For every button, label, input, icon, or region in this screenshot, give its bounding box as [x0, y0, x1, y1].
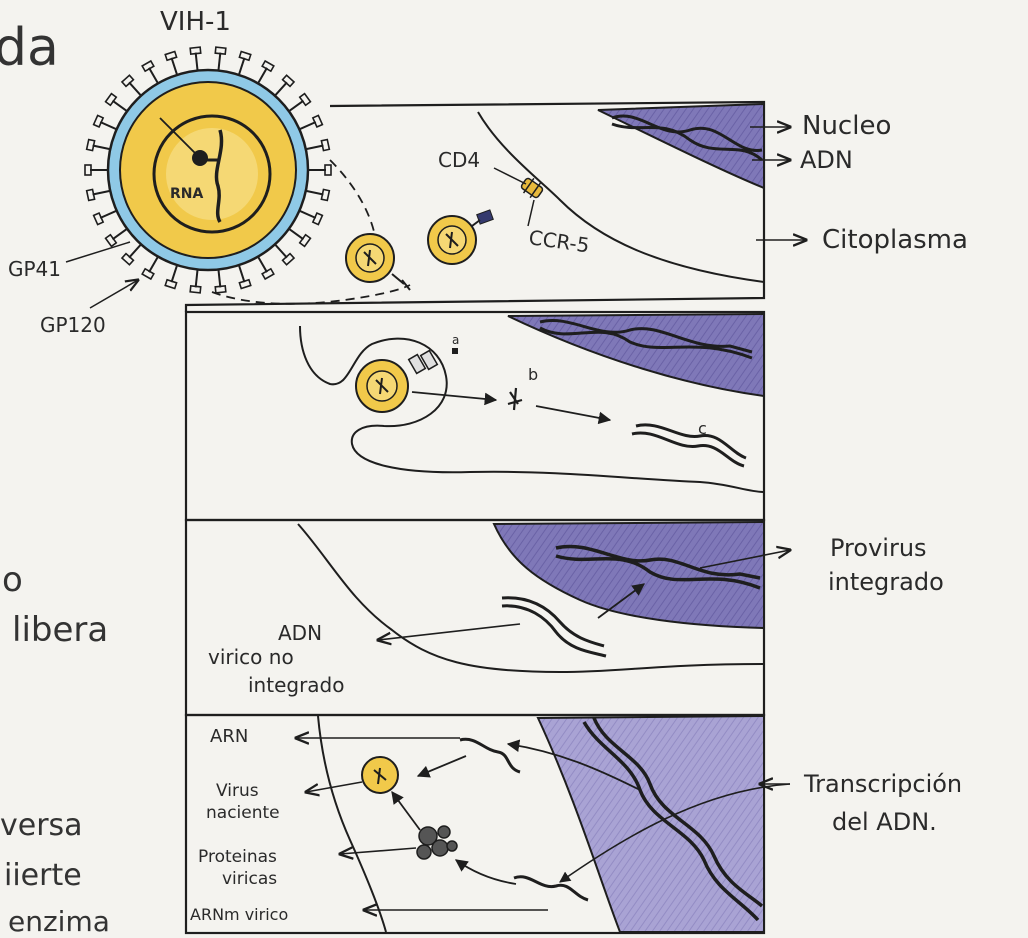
gp120-knob — [106, 94, 117, 106]
gp120-knob — [87, 189, 95, 200]
transcription-label-line2: del ADN. — [832, 808, 937, 836]
virion-small-2 — [428, 210, 493, 264]
viral-proteins-line1: Proteinas — [198, 847, 277, 867]
gp120-knob — [215, 286, 226, 293]
nucleus-label: Nucleo — [802, 111, 891, 141]
transcription-label-line1: Transcripción — [803, 770, 962, 798]
viral-mrna — [514, 877, 588, 900]
nucleus-region-2 — [508, 314, 764, 396]
gp120-knob — [239, 51, 250, 60]
gp120-knob — [300, 235, 311, 247]
gp120-knob — [94, 115, 104, 127]
step-c-label: c — [698, 419, 707, 438]
gp120-knob — [87, 140, 95, 151]
gp120-knob — [190, 47, 201, 54]
gp120-knob — [300, 94, 311, 106]
viral-proteins — [417, 826, 457, 859]
gp41-label: GP41 — [8, 257, 61, 281]
gp120-knob — [142, 269, 154, 279]
panel-binding: CD4 CCR-5 Nucleo ADN Citoplasma — [212, 104, 968, 304]
mrna-label: ARNm virico — [190, 905, 288, 924]
rna-label-panel4: ARN — [210, 726, 248, 747]
virion-fusing — [356, 351, 437, 412]
gp120-knob — [215, 47, 226, 54]
unintegrated-dna-line1: ADN — [278, 621, 322, 645]
gp120-knob — [142, 61, 154, 71]
rna-label: RNA — [170, 186, 203, 202]
virion-small-1 — [346, 234, 410, 290]
gp120-knob — [321, 140, 329, 151]
viral-proteins-line2: viricas — [222, 869, 277, 889]
unintegrated-dna-line3: integrado — [248, 673, 344, 697]
cd4-label: CD4 — [438, 148, 480, 172]
gp120-knob — [165, 280, 176, 289]
cytoplasm-label: Citoplasma — [822, 225, 968, 255]
gp120-knob — [313, 115, 323, 127]
provirus-label-line2: integrado — [828, 568, 944, 596]
gp120-knob — [313, 213, 323, 225]
unintegrated-dna-line2: virico no — [208, 645, 294, 669]
gp120-knob — [106, 235, 117, 247]
ccr5-label: CCR-5 — [527, 225, 591, 257]
virus-title: VIH-1 — [160, 7, 231, 37]
panel-integration: Provirus integrado ADN virico no integra… — [208, 522, 944, 697]
gp120-knob — [165, 51, 176, 60]
gp120-knob — [239, 280, 250, 289]
cell-membrane-4 — [318, 716, 386, 932]
gp120-label: GP120 — [40, 313, 106, 337]
panel-assembly: ARN Virus naciente Proteinas viricas ARN… — [190, 716, 962, 932]
provirus-label-line1: Provirus — [830, 534, 927, 562]
step-a-label: a — [452, 333, 459, 347]
nucleus-region-4 — [538, 716, 764, 932]
viral-dna-2 — [502, 598, 604, 646]
gp120-knob — [262, 61, 274, 71]
gp120-knob — [321, 189, 329, 200]
gp120-knob — [190, 286, 201, 293]
hiv-virion: RNA VIH-1 GP41 GP120 — [8, 7, 331, 337]
nascent-virus-line1: Virus — [216, 781, 259, 801]
gp120-knob — [262, 269, 274, 279]
panel-fusion: a b c — [300, 314, 764, 492]
gp120-knob — [94, 213, 104, 225]
reverse-transcription-intermediate — [508, 388, 522, 410]
cd4-receptor — [519, 175, 546, 201]
nascent-virion — [362, 757, 398, 793]
viral-dna-1 — [636, 425, 746, 458]
dna-label: ADN — [800, 146, 853, 174]
step-b-label: b — [528, 365, 538, 384]
nascent-virus-line2: naciente — [206, 803, 280, 823]
